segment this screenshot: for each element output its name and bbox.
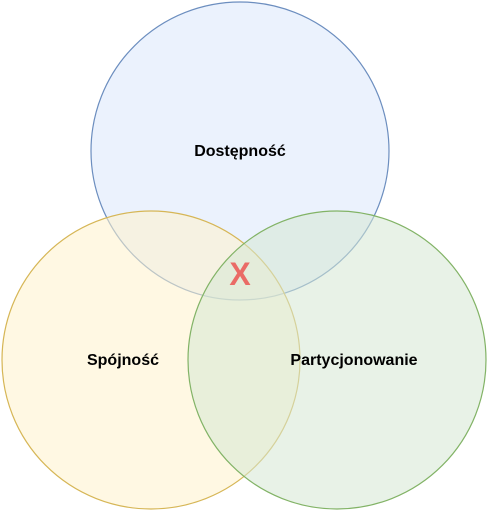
partitioning-circle (187, 210, 487, 510)
consistency-label: Spójność (87, 352, 159, 369)
intersection-x-marker: X (229, 256, 251, 292)
availability-label: Dostępność (194, 143, 286, 160)
partitioning-label: Partycjonowanie (290, 352, 417, 369)
